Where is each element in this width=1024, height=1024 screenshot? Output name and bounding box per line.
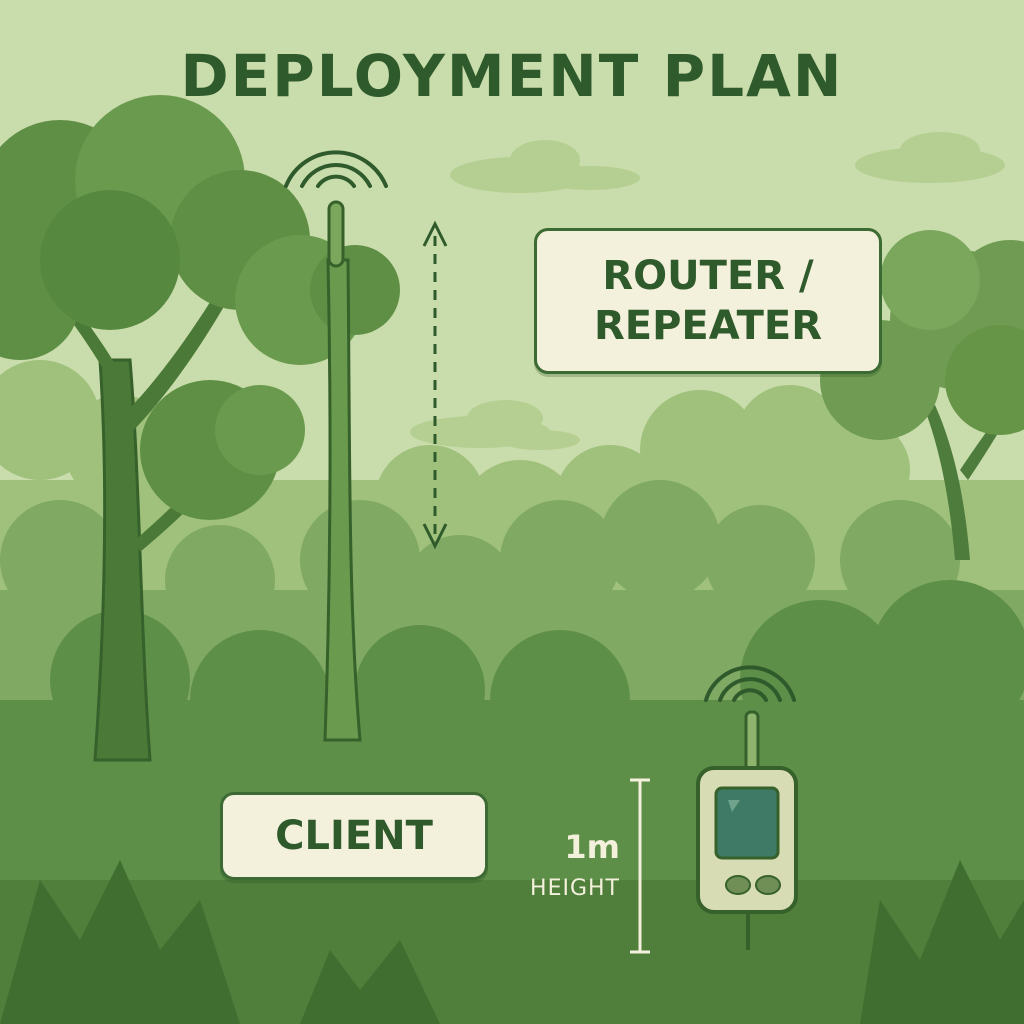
wifi-signal-icon [704,665,796,702]
handheld-radio-icon [696,710,798,950]
router-repeater-label: ROUTER / REPEATER [534,228,882,374]
wifi-signal-icon [284,150,388,188]
height-marker-line [630,778,650,954]
clouds [410,132,1005,450]
router-label-line1: ROUTER / [602,253,814,299]
router-label-line2: REPEATER [593,303,823,349]
vertical-range-arrow [422,220,448,550]
router-mast [323,200,362,742]
front-bushes [0,860,1024,1024]
height-label: HEIGHT [530,876,620,901]
client-label: CLIENT [220,792,488,880]
page-title: DEPLOYMENT PLAN [180,42,844,110]
right-tree [820,230,1024,560]
router-antenna [327,200,345,268]
height-value: 1m [564,828,620,866]
